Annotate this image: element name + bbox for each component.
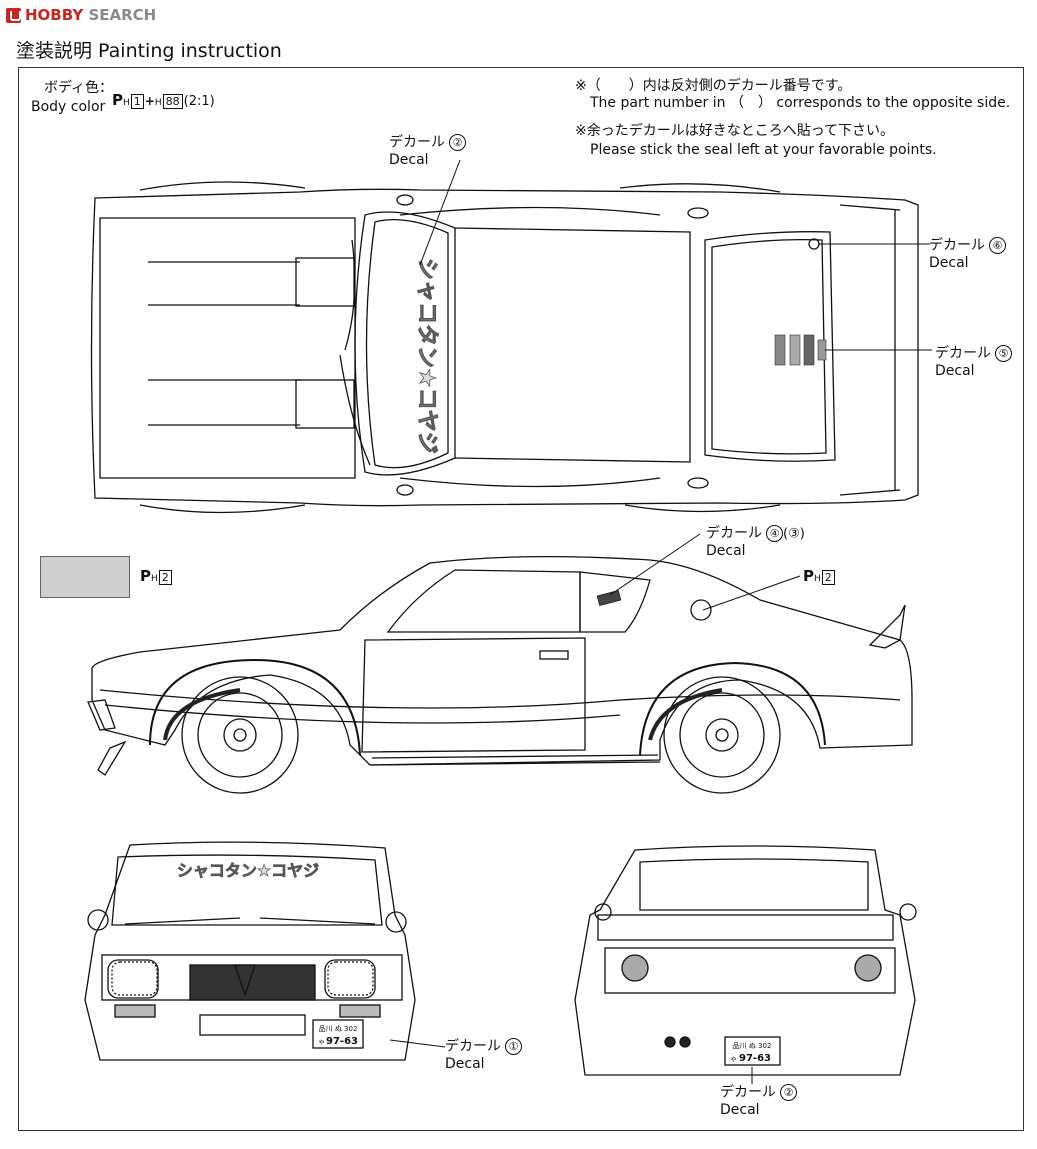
rear-plate-prefix: ゃ bbox=[730, 1055, 737, 1063]
leader-lines-top bbox=[419, 159, 932, 351]
instruction-frame bbox=[18, 67, 1024, 1131]
top-view-car bbox=[90, 181, 919, 514]
rear-plate-top: 品川 ぬ 302 bbox=[733, 1042, 772, 1050]
leader-lines-side bbox=[609, 533, 801, 611]
rear-plate-number: 97-63 bbox=[739, 1053, 771, 1064]
color-swatch bbox=[40, 556, 130, 598]
rear-view-car: 品川 ぬ 302 ゃ 97-63 bbox=[574, 845, 917, 1084]
logo-icon bbox=[6, 7, 21, 23]
side-view-car bbox=[87, 555, 913, 794]
page-title: 塗装説明 Painting instruction bbox=[16, 40, 282, 62]
logo-text: HOBBY SEARCH bbox=[25, 6, 157, 24]
note-2-en: Please stick the seal left at your favor… bbox=[590, 142, 937, 158]
windshield-banner-top: シャコタン★コヤジ bbox=[414, 258, 440, 455]
front-plate-prefix: ゃ bbox=[318, 1038, 325, 1046]
front-plate-number: 97-63 bbox=[326, 1036, 358, 1047]
front-plate-top: 品川 ぬ 302 bbox=[319, 1025, 358, 1033]
body-color-label-jp: ボディ色： bbox=[44, 80, 114, 96]
note-1-jp: ※（ ）内は反対側のデカール番号です。 bbox=[575, 78, 852, 94]
note-1-en: The part number in （ ） corresponds to th… bbox=[590, 95, 1011, 111]
svg-text:シャコタン★コヤジ: シャコタン★コヤジ bbox=[414, 258, 439, 454]
decal-marks-top bbox=[774, 238, 827, 366]
note-2-jp: ※余ったデカールは好きなところへ貼って下さい。 bbox=[575, 123, 895, 139]
body-color-label-en: Body color bbox=[31, 99, 106, 115]
hobby-search-logo[interactable]: HOBBY SEARCH bbox=[6, 5, 156, 25]
front-view-car: シャコタン★コヤジ 品川 ぬ 302 ゃ 97-63 bbox=[84, 841, 446, 1061]
windshield-banner-front: シャコタン★コヤジ bbox=[177, 861, 319, 880]
